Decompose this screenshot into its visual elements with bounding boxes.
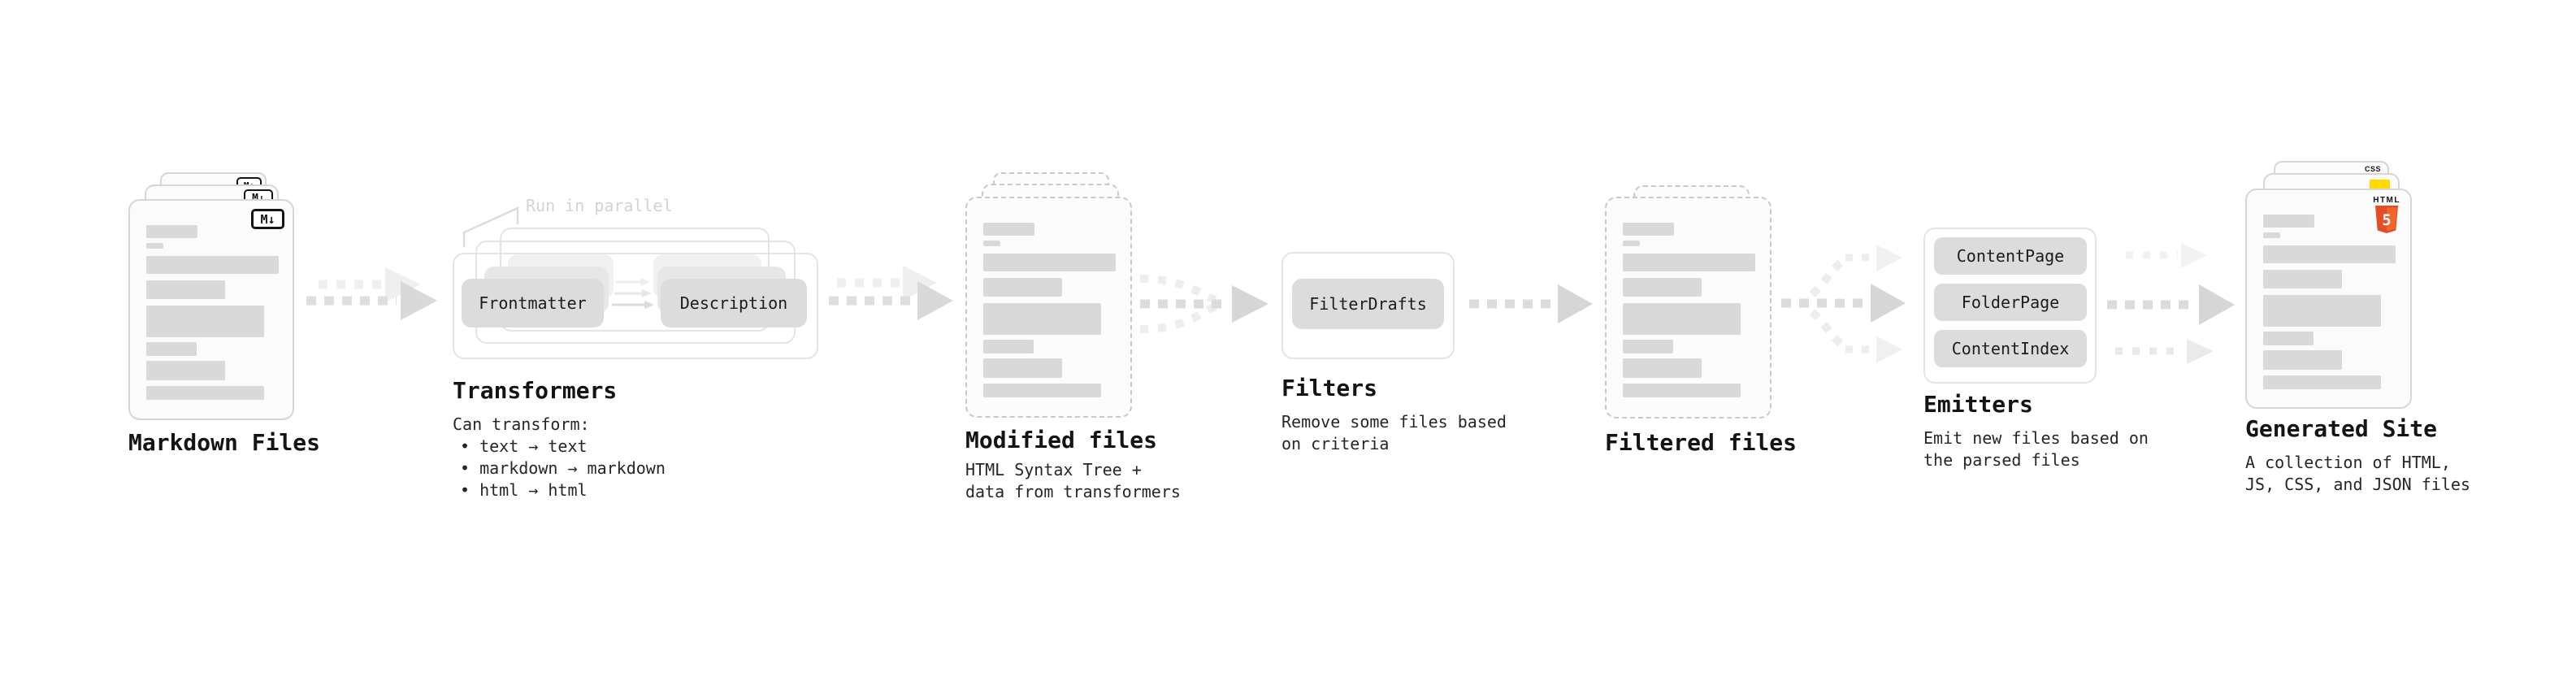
placeholder-text-bar — [983, 223, 1034, 236]
placeholder-text-bar — [1623, 358, 1702, 378]
placeholder-text-bar — [146, 243, 163, 249]
placeholder-text-bar — [146, 256, 279, 274]
placeholder-text-bar — [146, 225, 197, 238]
placeholder-text-bar — [2263, 232, 2280, 238]
javascript-icon — [2370, 180, 2390, 190]
arrow-emitters-to-generated-icon — [2107, 243, 2235, 364]
arrow-modified-to-filters-icon — [1139, 275, 1268, 333]
placeholder-text-bar — [983, 358, 1062, 378]
modified-files-label: Modified files — [965, 427, 1158, 453]
filtered-file-card-front — [1605, 197, 1772, 419]
emitter-chip-contentindex: ContentIndex — [1934, 330, 2087, 367]
emitters-description: Emit new files based on the parsed files — [1923, 428, 2149, 470]
placeholder-text-bar — [146, 361, 225, 380]
transformer-chip-description: Description — [661, 279, 807, 327]
arrow-filters-to-filtered-icon — [1469, 284, 1593, 323]
placeholder-text-bar — [146, 386, 264, 400]
markdown-file-card-front: M↓ — [128, 199, 294, 420]
placeholder-text-bar — [2263, 350, 2342, 370]
placeholder-text-bar — [983, 384, 1101, 397]
transformers-description: Can transform: • text → text • markdown … — [453, 414, 666, 500]
emitter-chip-contentpage: ContentPage — [1934, 237, 2087, 275]
emitters-label: Emitters — [1923, 391, 2033, 418]
placeholder-text-bar — [2263, 332, 2314, 345]
parallel-flow-arrows-icon — [612, 278, 654, 309]
filtered-files-label: Filtered files — [1605, 429, 1798, 456]
placeholder-text-bar — [983, 340, 1034, 354]
transformers-label: Transformers — [453, 377, 618, 404]
placeholder-text-bar — [146, 306, 264, 337]
placeholder-text-bar — [1623, 278, 1702, 297]
run-in-parallel-leader-line — [462, 206, 519, 247]
html5-number: 5 — [2382, 211, 2391, 229]
placeholder-text-bar — [2263, 245, 2396, 263]
filters-panel — [1281, 252, 1455, 359]
placeholder-text-bar — [983, 278, 1062, 297]
transformers-panel-front — [453, 253, 818, 359]
run-in-parallel-annotation: Run in parallel — [526, 196, 673, 215]
placeholder-text-bar — [146, 342, 197, 356]
transformer-chip-frontmatter: Frontmatter — [462, 279, 604, 327]
placeholder-text-bar — [2263, 215, 2314, 228]
placeholder-text-bar — [1623, 223, 1674, 236]
markdown-icon: M↓ — [251, 209, 284, 229]
placeholder-text-bar — [1623, 254, 1755, 271]
placeholder-text-bar — [2263, 270, 2342, 288]
arrow-filtered-to-emitters-icon — [1781, 245, 1906, 363]
placeholder-text-bar — [1623, 340, 1673, 354]
placeholder-text-bar — [146, 280, 225, 299]
placeholder-text-bar — [1623, 384, 1741, 397]
generated-site-description: A collection of HTML, JS, CSS, and JSON … — [2245, 453, 2470, 494]
arrow-transformers-to-modified-icon — [829, 266, 953, 320]
emitters-panel — [1923, 228, 2097, 384]
arrow-markdown-to-transformers-icon — [306, 267, 437, 320]
placeholder-text-bar — [983, 303, 1101, 335]
placeholder-text-bar — [1623, 241, 1640, 246]
placeholder-text-bar — [983, 241, 1000, 246]
filter-chip-filterdrafts: FilterDrafts — [1292, 279, 1444, 329]
placeholder-text-bar — [2263, 375, 2381, 389]
generated-file-card-front: HTML 5 — [2245, 189, 2412, 409]
filters-description: Remove some files based on criteria — [1281, 412, 1507, 453]
markdown-files-label: Markdown Files — [128, 429, 321, 456]
html5-icon: HTML 5 — [2373, 197, 2400, 235]
placeholder-text-bar — [2263, 295, 2381, 327]
emitter-chip-folderpage: FolderPage — [1934, 284, 2087, 321]
modified-file-card-front — [965, 197, 1132, 418]
placeholder-text-bar — [983, 254, 1116, 271]
filters-label: Filters — [1281, 375, 1378, 401]
placeholder-text-bar — [1623, 303, 1741, 335]
generated-site-label: Generated Site — [2245, 415, 2438, 442]
modified-files-description: HTML Syntax Tree + data from transformer… — [965, 460, 1181, 501]
